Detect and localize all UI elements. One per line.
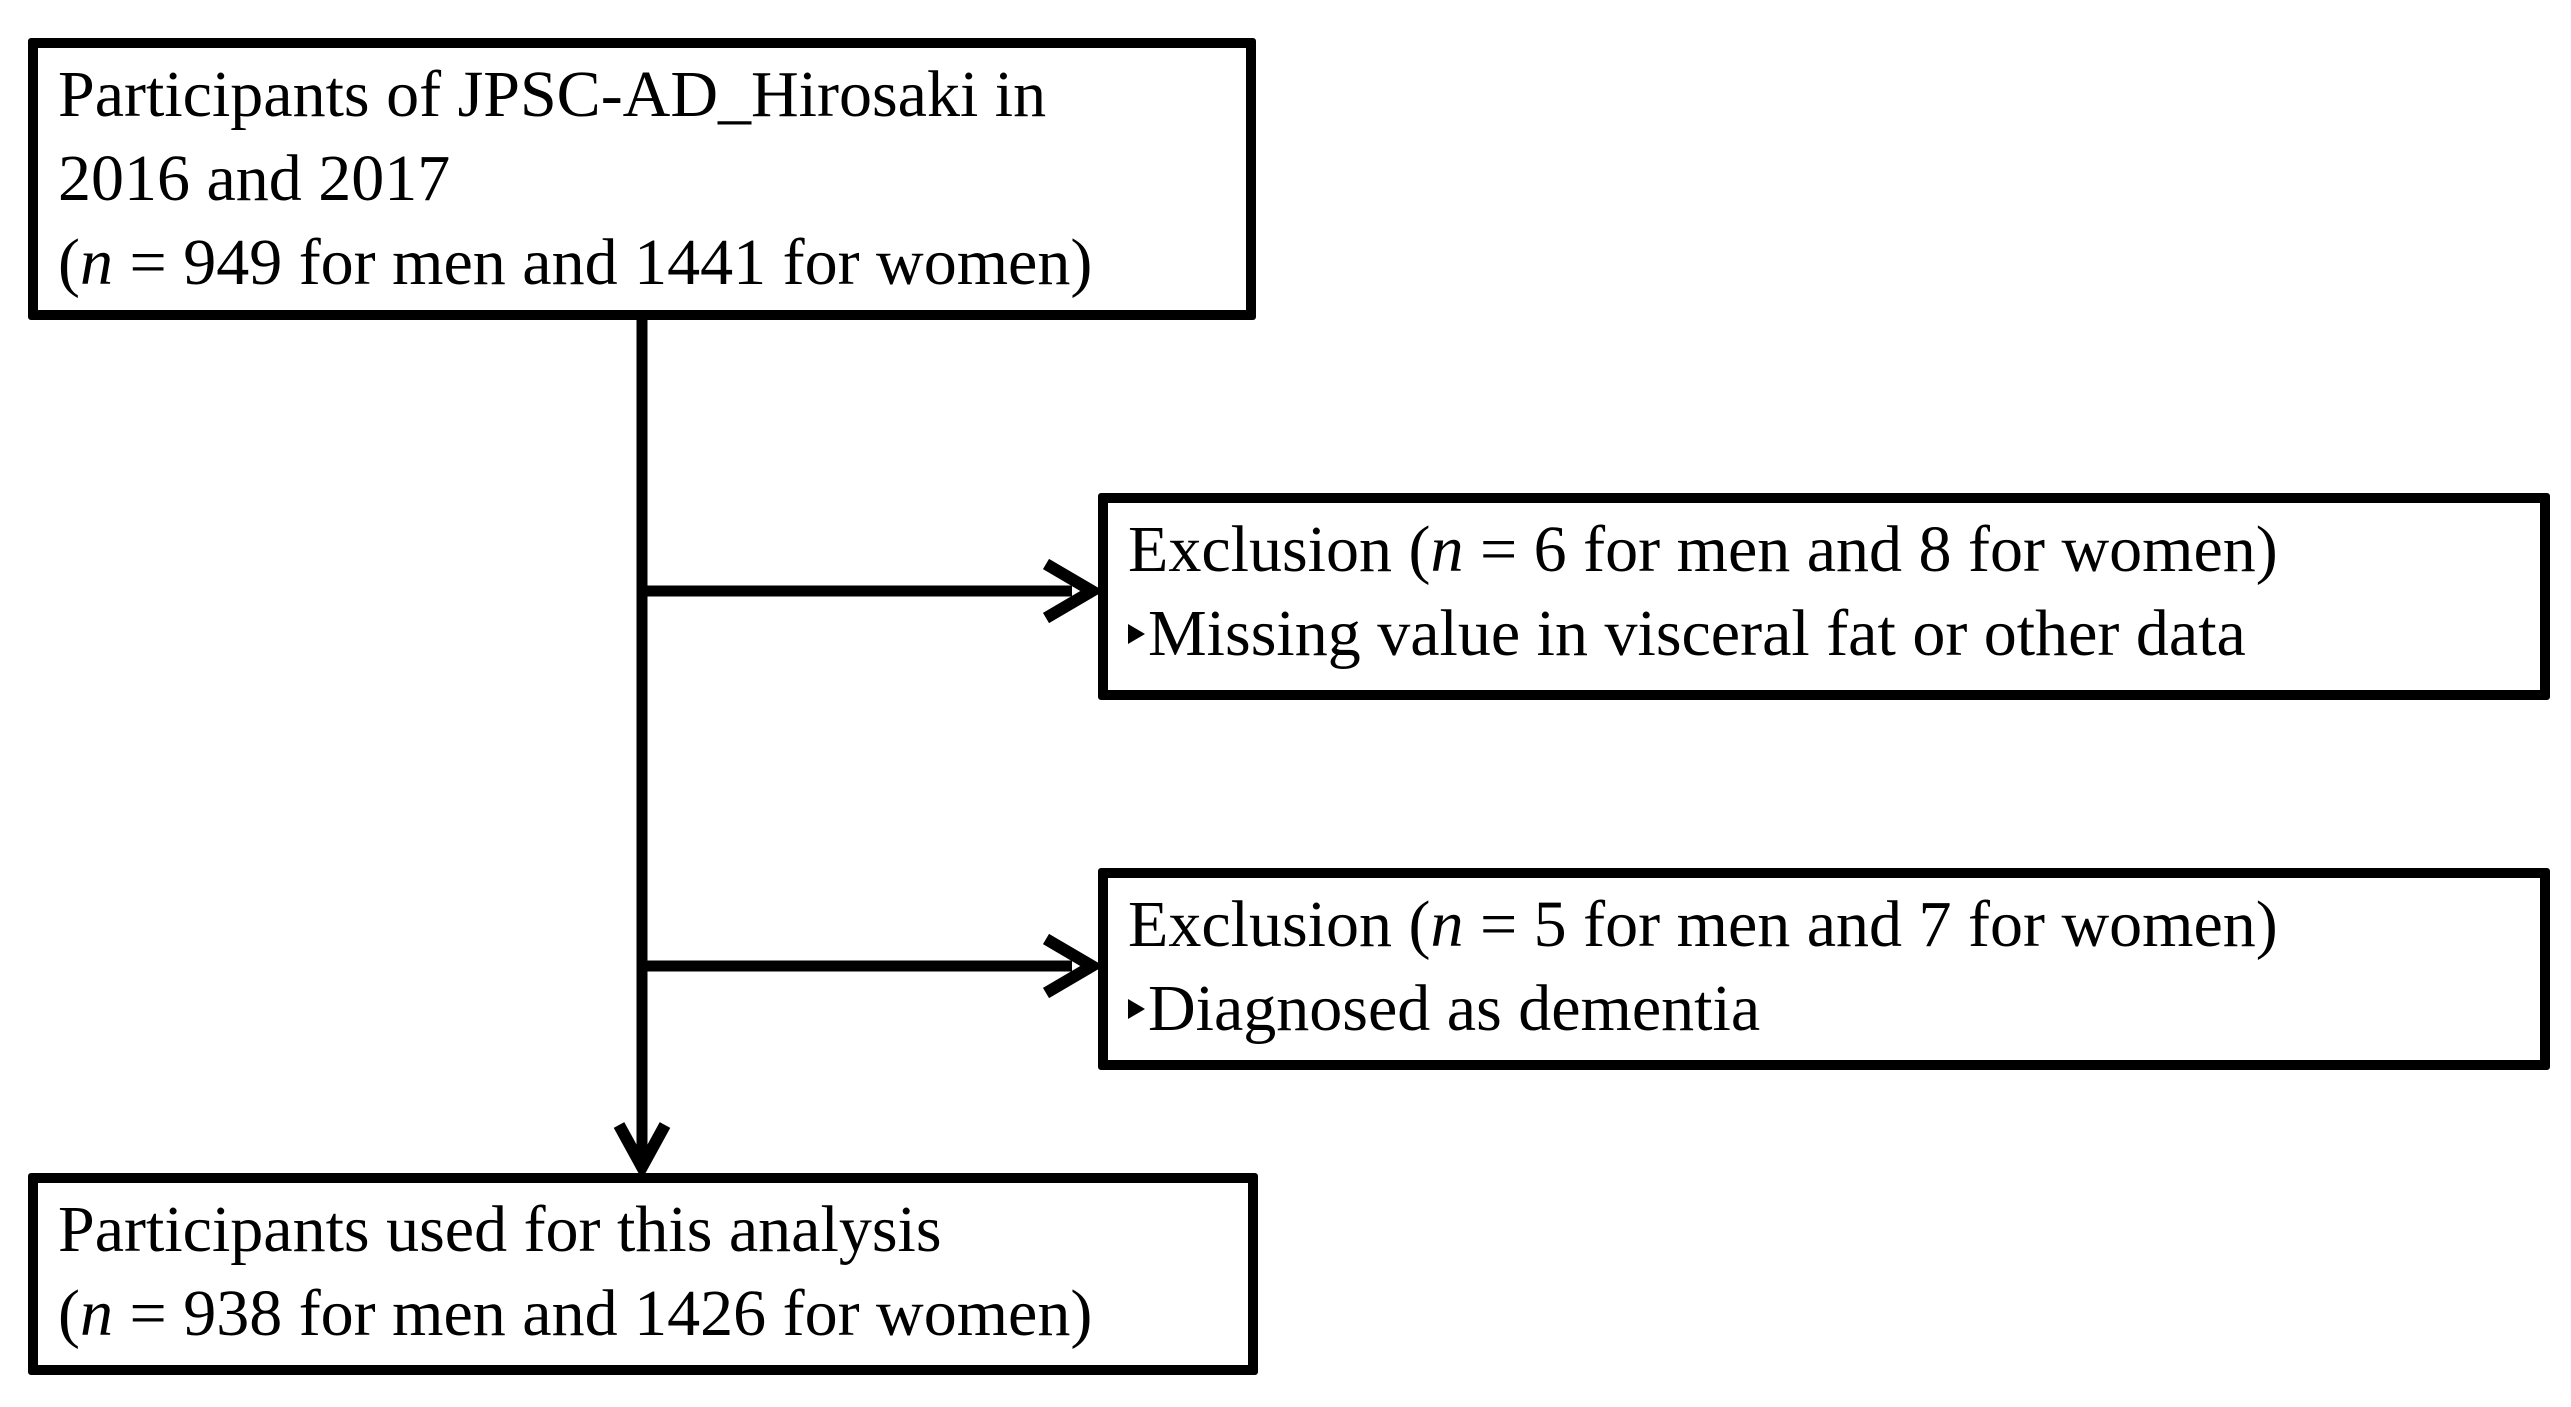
exclusion2-bullet-line: Diagnosed as dementia [1128,967,2522,1051]
initial-count-line: (n = 949 for men and 1441 for women) [58,221,1228,305]
box-exclusion-missing-data: Exclusion (n = 6 for men and 8 for women… [1098,493,2550,700]
exclusion2-head-line: Exclusion (n = 5 for men and 7 for women… [1128,883,2522,967]
down-arrow [613,318,671,1180]
count-values: = 949 for men and 1441 for women) [112,226,1093,299]
count-open-paren: ( [58,226,80,299]
exclusion2-head-prefix: Exclusion ( [1128,888,1431,961]
exclusion1-n-variable: n [1430,513,1464,586]
count-open-paren: ( [58,1277,80,1350]
exclusion2-n-variable: n [1430,888,1464,961]
exclusion2-head-values: = 5 for men and 7 for women) [1463,888,2278,961]
down-arrowhead-icon [613,1122,671,1180]
initial-line1: Participants of JPSC-AD_Hirosaki in [58,58,1047,131]
final-line1: Participants used for this analysis [58,1193,942,1266]
count-n-variable: n [79,226,113,299]
exclusion2-arrowhead-icon [1042,933,1104,999]
triangular-bullet-icon [1128,624,1145,644]
initial-line2: 2016 and 2017 [58,142,451,215]
exclusion2-arrow [642,933,1104,999]
count-n-variable: n [79,1277,113,1350]
final-count-line: (n = 938 for men and 1426 for women) [58,1272,1230,1356]
exclusion2-bullet-text: Diagnosed as dementia [1148,972,1761,1045]
count-values: = 938 for men and 1426 for women) [112,1277,1093,1350]
exclusion1-bullet-line: Missing value in visceral fat or other d… [1128,592,2522,676]
exclusion1-head-prefix: Exclusion ( [1128,513,1431,586]
exclusion1-head-values: = 6 for men and 8 for women) [1463,513,2278,586]
box-exclusion-dementia: Exclusion (n = 5 for men and 7 for women… [1098,868,2550,1070]
exclusion1-bullet-text: Missing value in visceral fat or other d… [1148,597,2246,670]
box-participants-final: Participants used for this analysis (n =… [28,1173,1258,1375]
exclusion1-head-line: Exclusion (n = 6 for men and 8 for women… [1128,508,2522,592]
box-participants-initial: Participants of JPSC-AD_Hirosaki in 2016… [28,38,1256,320]
exclusion1-arrow [642,558,1104,624]
triangular-bullet-icon [1128,999,1145,1019]
exclusion1-arrowhead-icon [1042,558,1104,624]
